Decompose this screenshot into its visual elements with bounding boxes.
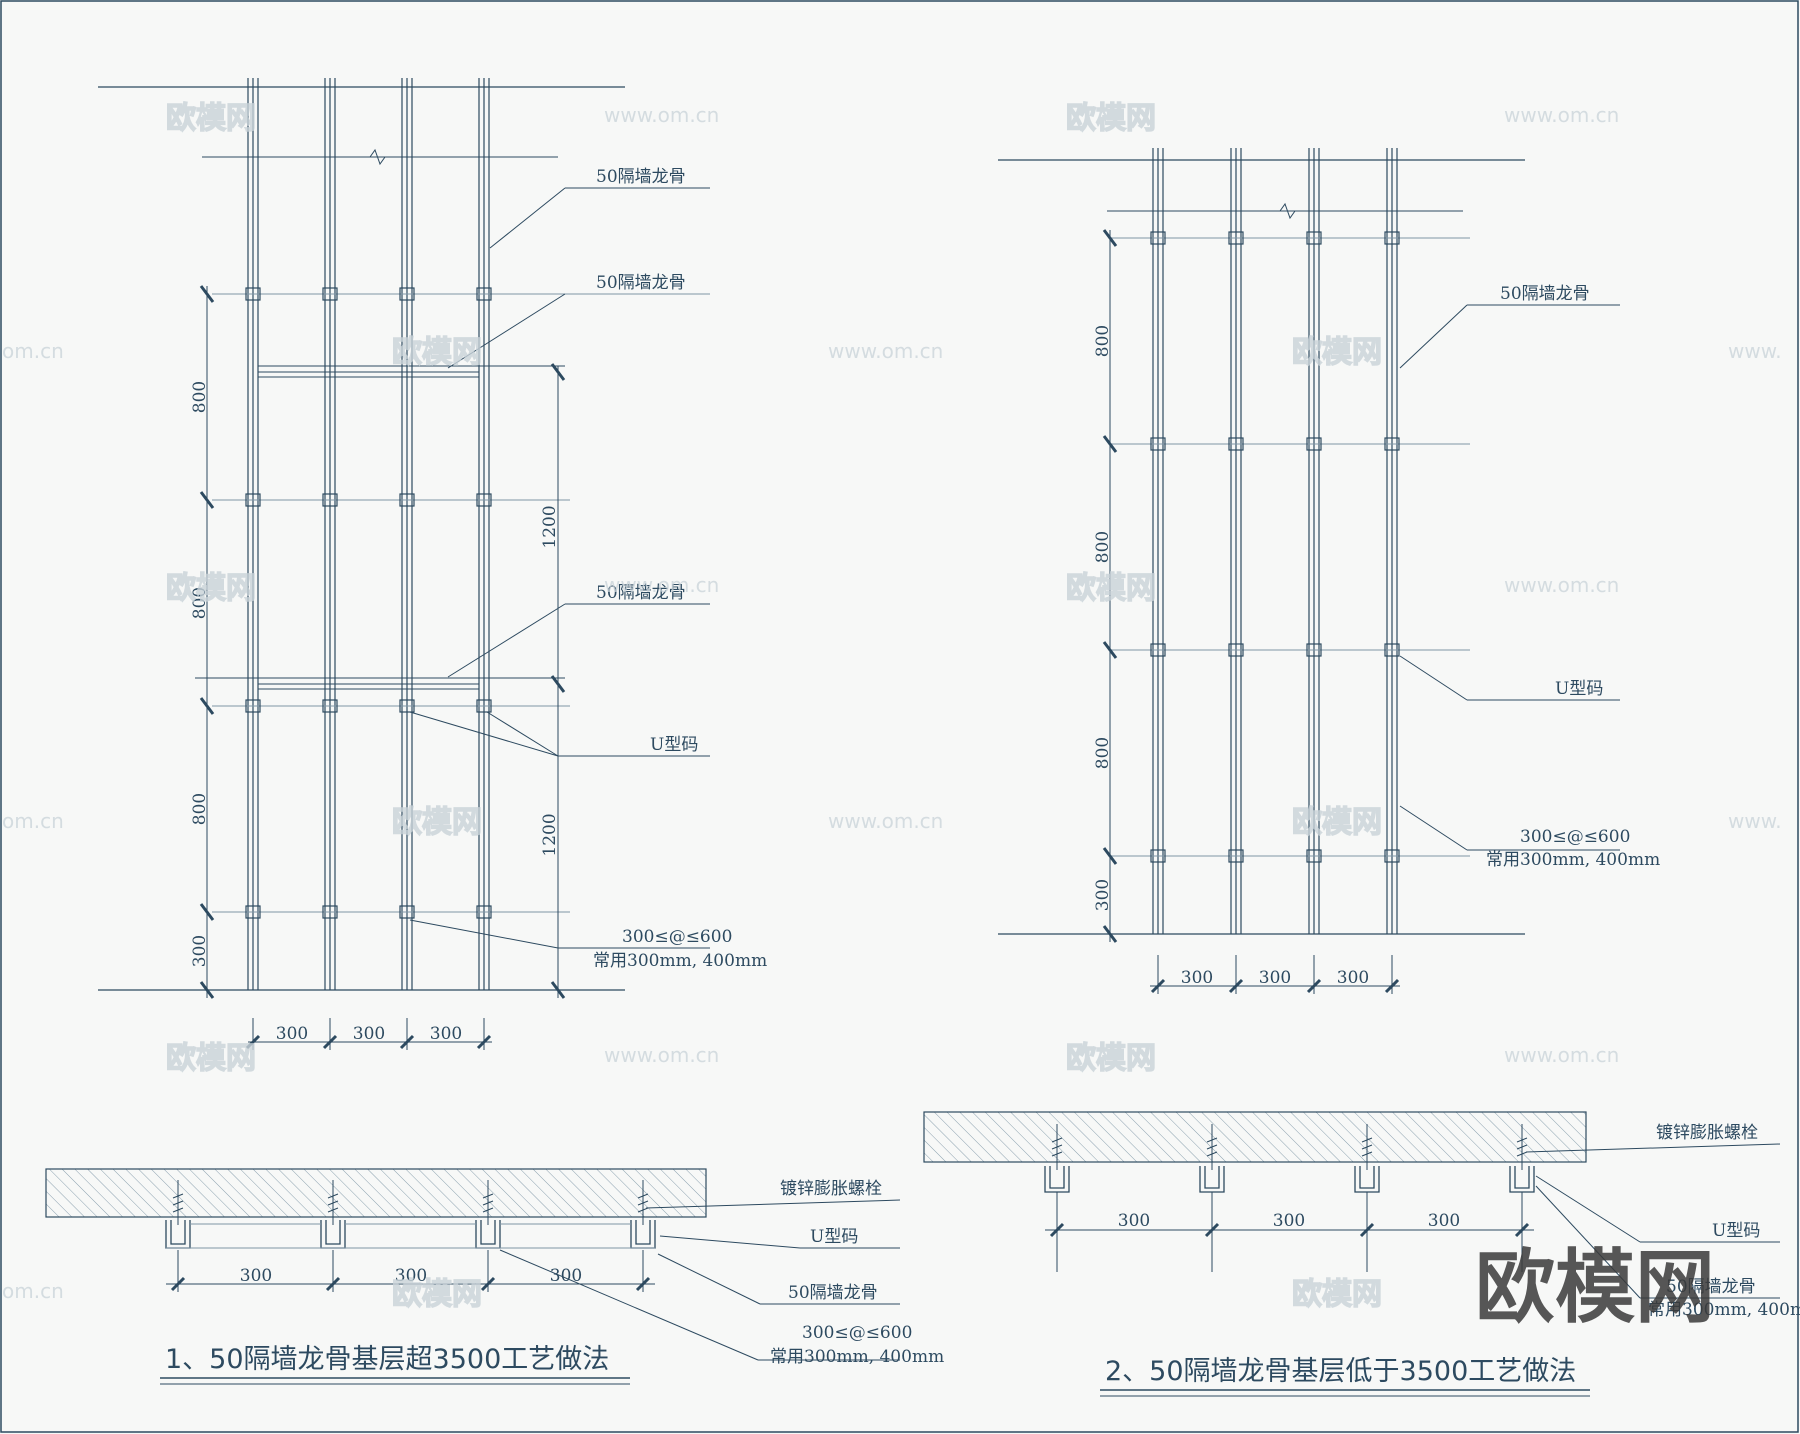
right-dim-h3: 300 <box>1337 968 1369 988</box>
right-dim-v1: 800 <box>1093 325 1113 357</box>
left-dim-v2: 800 <box>190 587 210 619</box>
watermark-url: www.om.cn <box>828 809 943 833</box>
watermark-logo: 欧模网 <box>166 1041 256 1076</box>
left-section-u-clip: U型码 <box>810 1227 858 1247</box>
right-dim-vertical: 800 800 800 300 <box>1093 229 1118 943</box>
watermark-url: www.om.cn <box>604 573 719 597</box>
watermark-url: www. <box>1728 809 1782 833</box>
left-label-stud-rail2: 50隔墙龙骨 <box>596 583 686 603</box>
watermark-logo: 欧模网 <box>1066 571 1156 606</box>
right-section-dim2: 300 <box>1273 1211 1305 1231</box>
right-studs <box>1152 148 1398 934</box>
watermark-logo: 欧模网 <box>1066 101 1156 136</box>
left-dim-rail1: 1200 <box>540 505 560 548</box>
left-channel-lines <box>212 293 710 913</box>
right-section-stud: 50隔墙龙骨 <box>1666 1277 1756 1297</box>
right-channel-lines <box>1110 237 1470 857</box>
watermark-logo: 欧模网 <box>1292 805 1382 840</box>
right-section-dim3: 300 <box>1428 1211 1460 1231</box>
left-leaders <box>409 187 710 949</box>
left-horizontal-rails <box>195 365 565 690</box>
watermark-logo-large: 欧模网 <box>1475 1241 1715 1334</box>
left-title: 1、50隔墙龙骨基层超3500工艺做法 <box>165 1344 609 1375</box>
left-dim-vertical: 800 800 800 300 <box>190 285 215 999</box>
left-label-stud-top: 50隔墙龙骨 <box>596 167 686 187</box>
watermark-url: om.cn <box>2 1279 64 1303</box>
right-label-stud: 50隔墙龙骨 <box>1500 284 1590 304</box>
watermark-logo: 欧模网 <box>392 1277 482 1312</box>
left-slab <box>45 1168 707 1218</box>
left-section-stud: 50隔墙龙骨 <box>788 1283 878 1303</box>
left-section-spacing2: 常用300mm, 400mm <box>770 1347 944 1367</box>
left-anchor-bolts <box>172 1180 649 1225</box>
left-label-spacing2: 常用300mm, 400mm <box>593 951 767 971</box>
right-dim-h2: 300 <box>1259 968 1291 988</box>
left-dim-v1: 800 <box>190 381 210 413</box>
left-section-dim3: 300 <box>550 1266 582 1286</box>
right-section-dims: 300 300 300 <box>1045 1192 1534 1272</box>
watermark-logo: 欧模网 <box>166 571 256 606</box>
watermark-url: www.om.cn <box>1504 573 1619 597</box>
right-elevation: 800 800 800 300 300 300 300 50隔墙龙骨 U型码 3… <box>998 148 1660 994</box>
right-label-spacing2: 常用300mm, 400mm <box>1486 850 1660 870</box>
left-dim-horizontal: 300 300 300 <box>245 1018 492 1050</box>
left-section-spacing1: 300≤@≤600 <box>802 1323 912 1343</box>
left-section: 300 300 300 镀锌膨胀螺栓 U型码 50隔墙龙骨 300≤@≤600 … <box>45 1168 944 1385</box>
left-dim-h2: 300 <box>353 1024 385 1044</box>
watermark-url: om.cn <box>2 809 64 833</box>
watermark-logo: 欧模网 <box>1292 1277 1382 1312</box>
right-dim-horizontal: 300 300 300 <box>1150 955 1400 994</box>
left-section-dims: 300 300 300 <box>166 1250 655 1292</box>
watermark-logo: 欧模网 <box>392 335 482 370</box>
left-section-bolt: 镀锌膨胀螺栓 <box>780 1179 882 1199</box>
right-section-u-clip: U型码 <box>1712 1221 1760 1241</box>
right-section: 300 300 300 镀锌膨胀螺栓 U型码 50隔墙龙骨 常用300mm, 4… <box>923 1111 1800 1397</box>
watermark-url: www.om.cn <box>604 103 719 127</box>
right-label-u-clip: U型码 <box>1555 679 1603 699</box>
right-leaders <box>1399 304 1620 851</box>
watermark-url: www.om.cn <box>828 339 943 363</box>
right-section-leaders <box>1525 1143 1781 1299</box>
left-section-leaders <box>499 1199 901 1361</box>
left-dim-v3: 800 <box>190 793 210 825</box>
watermarks: 欧模网 欧模网 欧模网 欧模网 欧模网 欧模网 欧模网 欧模网 欧模网 欧模网 … <box>2 100 1782 1334</box>
left-elevation: 800 800 800 300 1200 1200 300 300 300 <box>98 78 767 1050</box>
watermark-logo: 欧模网 <box>166 101 256 136</box>
watermark-url: www. <box>1728 339 1782 363</box>
right-section-dim1: 300 <box>1118 1211 1150 1231</box>
watermark-logo: 欧模网 <box>392 805 482 840</box>
watermark-url: om.cn <box>2 339 64 363</box>
right-title: 2、50隔墙龙骨基层低于3500工艺做法 <box>1105 1356 1576 1387</box>
left-section-dim1: 300 <box>240 1266 272 1286</box>
right-label-spacing1: 300≤@≤600 <box>1520 827 1630 847</box>
right-section-bolt: 镀锌膨胀螺栓 <box>1656 1123 1758 1143</box>
left-dim-h3: 300 <box>430 1024 462 1044</box>
watermark-url: www.om.cn <box>1504 103 1619 127</box>
right-u-clips <box>1150 231 1400 863</box>
watermark-url: www.om.cn <box>1504 1043 1619 1067</box>
right-dim-v3: 800 <box>1093 737 1113 769</box>
left-dim-v4: 300 <box>190 935 210 967</box>
left-u-clips <box>245 287 492 919</box>
left-dim-rail: 1200 1200 <box>540 363 566 999</box>
right-slab <box>923 1111 1587 1163</box>
right-u-channels <box>1044 1166 1535 1193</box>
right-dim-h1: 300 <box>1181 968 1213 988</box>
right-section-spacing2: 常用300mm, 400mm <box>1648 1300 1800 1320</box>
right-dim-v2: 800 <box>1093 531 1113 563</box>
left-studs <box>247 78 490 990</box>
left-label-stud-rail1: 50隔墙龙骨 <box>596 273 686 293</box>
left-dim-h1: 300 <box>276 1024 308 1044</box>
right-anchor-bolts <box>1051 1124 1528 1170</box>
watermark-logo: 欧模网 <box>1292 335 1382 370</box>
right-dim-v4: 300 <box>1093 879 1113 911</box>
watermark-logo: 欧模网 <box>1066 1041 1156 1076</box>
watermark-url: www.om.cn <box>604 1043 719 1067</box>
left-dim-rail2: 1200 <box>540 813 560 856</box>
left-label-spacing1: 300≤@≤600 <box>622 927 732 947</box>
left-section-dim2: 300 <box>395 1266 427 1286</box>
left-label-u-clip: U型码 <box>650 735 698 755</box>
